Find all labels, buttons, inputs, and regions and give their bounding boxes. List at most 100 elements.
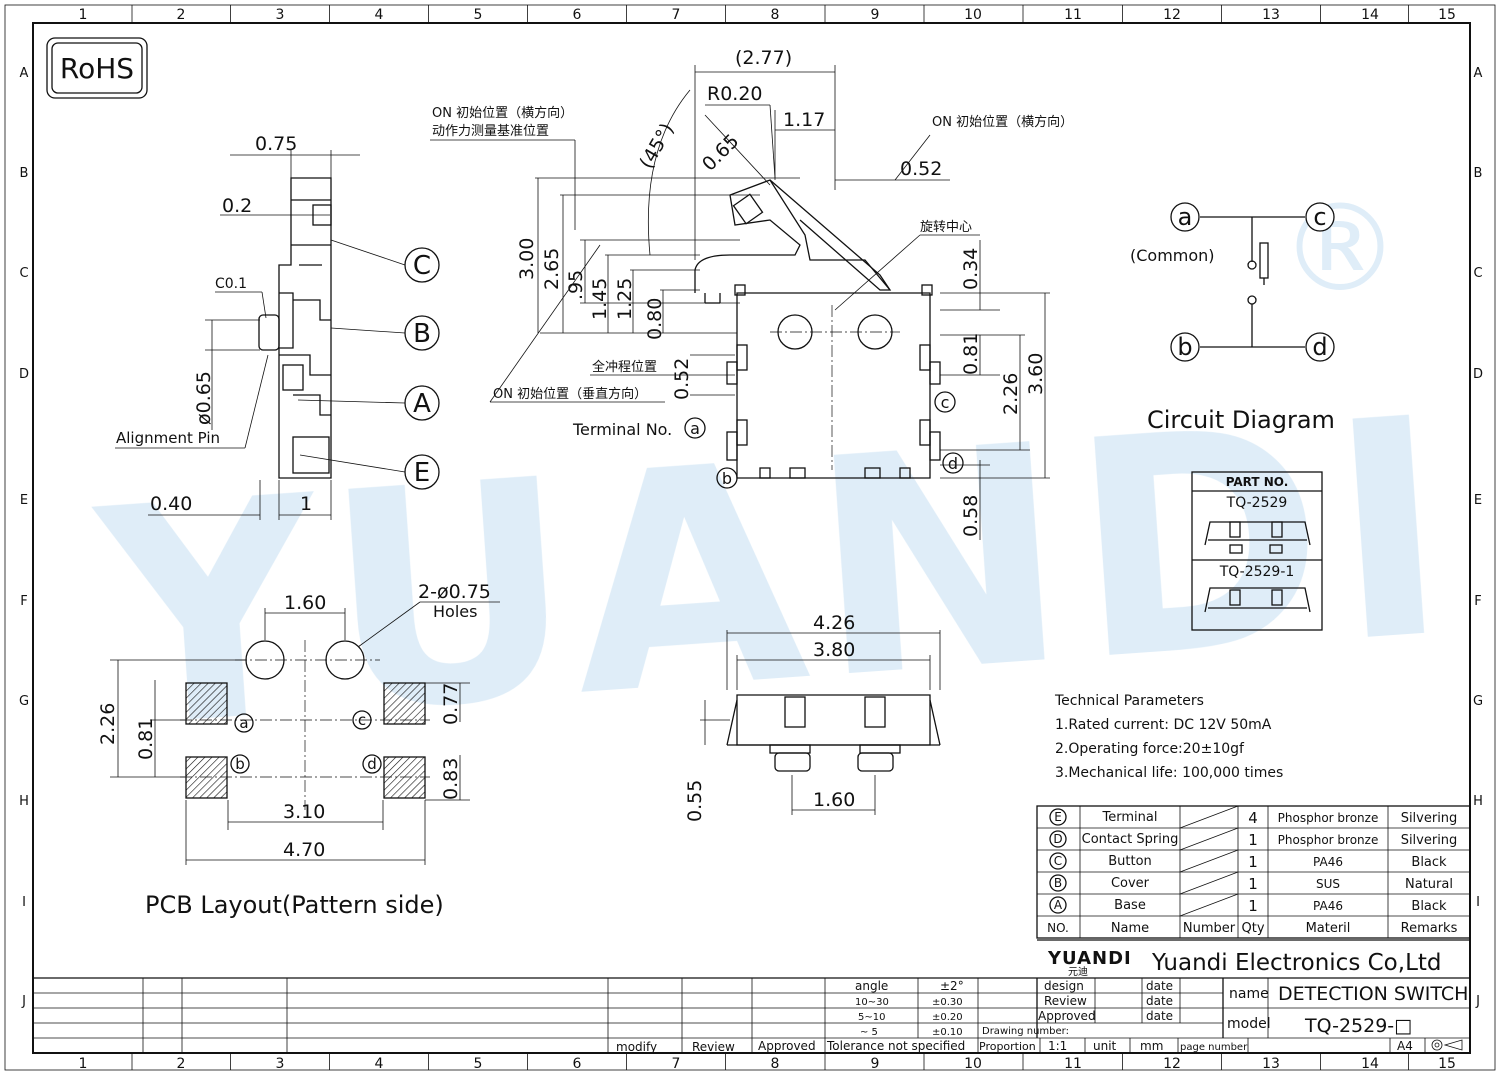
circuit-node-label: c	[1313, 203, 1326, 231]
col-marker-bottom: 6	[573, 1056, 582, 1072]
company-logo-cn: 元迪	[1068, 966, 1088, 978]
dim-45-deg: (45°)	[635, 119, 678, 172]
bom-remarks: Black	[1411, 855, 1447, 870]
tb-date-3: date	[1146, 1009, 1173, 1023]
bom-id-balloon	[1049, 896, 1067, 914]
dim-0-75: 0.75	[255, 133, 297, 155]
col-marker-bottom: 4	[375, 1056, 384, 1072]
dim-0-81: 0.81	[960, 333, 982, 375]
dim-1-25: 1.25	[614, 278, 636, 320]
tech-rated-current: 1.Rated current: DC 12V 50mA	[1055, 717, 1272, 733]
part-no-table: PART NO. TQ-2529 TQ-2529-1	[1191, 471, 1323, 631]
col-marker-bottom: 12	[1163, 1056, 1181, 1072]
dim-0-65-tilt: 0.65	[698, 130, 743, 175]
circuit-node-b	[1170, 332, 1200, 362]
row-marker-left: G	[19, 694, 29, 709]
bom-name: Contact Spring	[1082, 832, 1179, 847]
col-marker-bottom: 2	[177, 1056, 186, 1072]
pcb-pad-balloon	[362, 754, 382, 774]
col-marker-bottom: 7	[672, 1056, 681, 1072]
row-marker-right: I	[1476, 895, 1480, 910]
bom-name: Terminal	[1102, 810, 1158, 825]
pcb-dim-4-70: 4.70	[283, 839, 325, 861]
pcb-dim-2-26: 2.26	[97, 703, 119, 745]
bom-header-no: NO.	[1047, 921, 1069, 935]
dim-0-52-top: 0.52	[900, 158, 942, 180]
part-no-2: TQ-2529-1	[1219, 564, 1295, 580]
bom-material: PA46	[1313, 855, 1343, 869]
row-marker-left: D	[19, 367, 29, 382]
terminal-b	[716, 467, 738, 489]
col-marker-bottom: 8	[771, 1056, 780, 1072]
note-on-initial-horizontal-right: ON 初始位置（横方向）	[932, 114, 1073, 130]
dim-0-34: 0.34	[960, 248, 982, 290]
col-marker-top: 5	[474, 7, 483, 23]
pcb-dim-0-77: 0.77	[440, 683, 462, 725]
col-marker-top: 14	[1361, 7, 1379, 23]
pcb-title: PCB Layout(Pattern side)	[145, 891, 444, 919]
pcb-pad-balloon	[230, 754, 250, 774]
main-view: (2.77) R0.20 1.17 (45°) 0.65 0.52 ON 初始位…	[430, 47, 1073, 540]
circuit-title: Circuit Diagram	[1147, 406, 1335, 434]
tb-design: design	[1044, 979, 1084, 993]
bom-id-balloon	[1049, 874, 1067, 892]
col-marker-bottom: 3	[276, 1056, 285, 1072]
note-on-initial-vertical: ON 初始位置（垂直方向）	[493, 386, 647, 402]
balloon-a	[404, 385, 440, 421]
tol-angle: angle	[855, 979, 888, 993]
balloon-label: C	[413, 251, 431, 281]
col-marker-top: 1	[79, 7, 88, 23]
terminal-c	[934, 391, 956, 413]
tol-r3: ~ 5	[860, 1027, 878, 1038]
pcb-dim-3-10: 3.10	[283, 801, 325, 823]
col-marker-bottom: 10	[964, 1056, 982, 1072]
col-marker-top: 3	[276, 7, 285, 23]
tb-size: A4	[1397, 1039, 1413, 1053]
circuit-node-d	[1305, 332, 1335, 362]
dim-0-2: 0.2	[222, 195, 252, 217]
bom-id-balloon	[1049, 808, 1067, 826]
pcb-pad-b	[185, 756, 228, 799]
row-review: Review	[692, 1040, 735, 1054]
note-rotation-center: 旋转中心	[920, 220, 972, 235]
outer-frame	[4, 4, 1496, 1071]
pcb-dim-holes: 2-ø0.75	[418, 581, 491, 603]
bom-id-balloon	[1049, 830, 1067, 848]
pcb-dim-0-83: 0.83	[440, 758, 462, 800]
col-marker-top: 2	[177, 7, 186, 23]
col-marker-top: 8	[771, 7, 780, 23]
tb-model-value: TQ-2529-□	[1304, 1015, 1412, 1037]
row-marker-right: C	[1473, 266, 1482, 281]
part-no-header: PART NO.	[1226, 475, 1289, 489]
col-marker-top: 13	[1262, 7, 1280, 23]
tb-date-2: date	[1146, 994, 1173, 1008]
note-force-measurement: 动作力测量基准位置	[432, 124, 549, 139]
col-marker-top: 10	[964, 7, 982, 23]
pcb-pad-a	[185, 682, 228, 725]
bom-remarks: Silvering	[1401, 833, 1458, 848]
bom-name: Button	[1108, 854, 1152, 869]
rohs-text: RoHS	[60, 52, 134, 85]
bom-id: A	[1054, 898, 1063, 912]
dim-c0-1: C0.1	[215, 276, 247, 292]
projection-symbol-icon	[1431, 1039, 1463, 1051]
terminal-no-label: Terminal No.	[572, 420, 672, 439]
col-marker-bottom: 5	[474, 1056, 483, 1072]
pcb-pad-label: b	[235, 755, 245, 773]
tb-approved: Approved	[1038, 1009, 1096, 1023]
pcb-dim-1-60: 1.60	[284, 592, 326, 614]
balloon-c	[404, 247, 440, 283]
bottom-dim-4-26: 4.26	[813, 612, 855, 634]
bom-header-number: Number	[1183, 921, 1236, 936]
tol-r1: 10~30	[855, 997, 889, 1008]
bom-material: Phosphor bronze	[1278, 833, 1379, 847]
bom-material: Phosphor bronze	[1278, 811, 1379, 825]
row-marker-right: G	[1473, 694, 1483, 709]
dim-0-58: 0.58	[960, 495, 982, 537]
row-marker-right: B	[1474, 166, 1483, 181]
bom-id: D	[1053, 832, 1062, 846]
